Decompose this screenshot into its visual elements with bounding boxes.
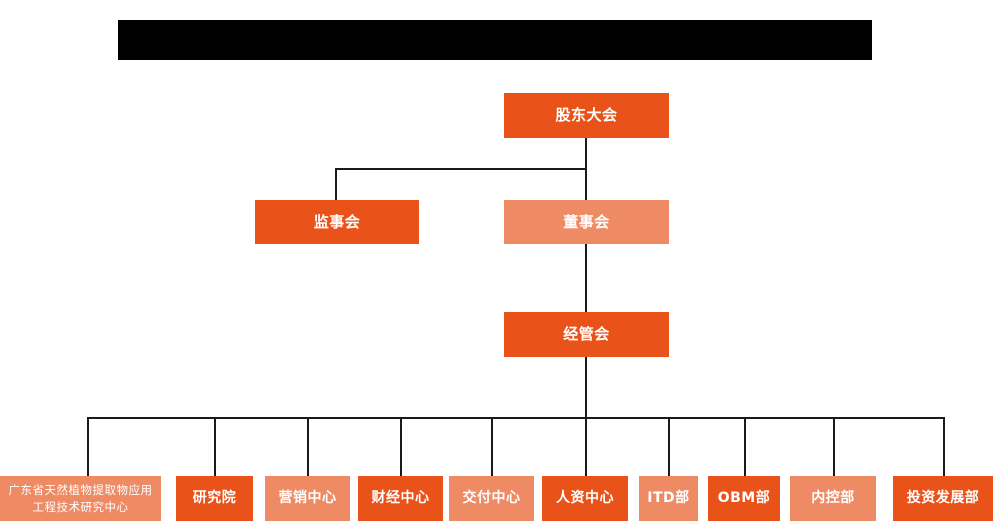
connector-drop-marketing-center bbox=[307, 417, 309, 476]
node-delivery-center[interactable]: 交付中心 bbox=[449, 476, 534, 521]
connector-drop-itd-dept bbox=[668, 417, 670, 476]
node-marketing-center[interactable]: 营销中心 bbox=[265, 476, 350, 521]
node-investment-development-dept[interactable]: 投资发展部 bbox=[893, 476, 993, 521]
connector-drop-directors bbox=[585, 168, 587, 201]
node-obm-dept[interactable]: OBM部 bbox=[708, 476, 780, 521]
connector-drop-internal-control-dept bbox=[833, 417, 835, 476]
connector-drop-hr-center bbox=[585, 417, 587, 476]
node-research-institute[interactable]: 研究院 bbox=[176, 476, 253, 521]
connector-drop-finance-center bbox=[400, 417, 402, 476]
connector-bottom-bus bbox=[87, 417, 944, 419]
node-hr-center[interactable]: 人资中心 bbox=[542, 476, 628, 521]
node-itd-dept[interactable]: ITD部 bbox=[639, 476, 698, 521]
connector-shareholders-supervisors-horizontal bbox=[335, 168, 587, 170]
node-internal-control-dept[interactable]: 内控部 bbox=[790, 476, 876, 521]
connector-directors-management bbox=[585, 243, 587, 312]
connector-drop-supervisors bbox=[335, 168, 337, 201]
node-finance-center[interactable]: 财经中心 bbox=[358, 476, 443, 521]
node-directors[interactable]: 董事会 bbox=[504, 200, 669, 244]
connector-drop-obm-dept bbox=[744, 417, 746, 476]
connector-drop-investment-development-dept bbox=[943, 417, 945, 476]
connector-drop-delivery-center bbox=[491, 417, 493, 476]
connector-drop-research-institute bbox=[214, 417, 216, 476]
node-management[interactable]: 经管会 bbox=[504, 312, 669, 357]
title-bar bbox=[118, 20, 872, 60]
connector-drop-engineering-center bbox=[87, 417, 89, 476]
node-shareholders[interactable]: 股东大会 bbox=[504, 93, 669, 138]
node-supervisors[interactable]: 监事会 bbox=[255, 200, 419, 244]
connector-shareholders-trunk bbox=[585, 138, 587, 170]
node-engineering-center[interactable]: 广东省天然植物提取物应用工程技术研究中心 bbox=[0, 476, 161, 521]
connector-management-bus bbox=[585, 357, 587, 418]
